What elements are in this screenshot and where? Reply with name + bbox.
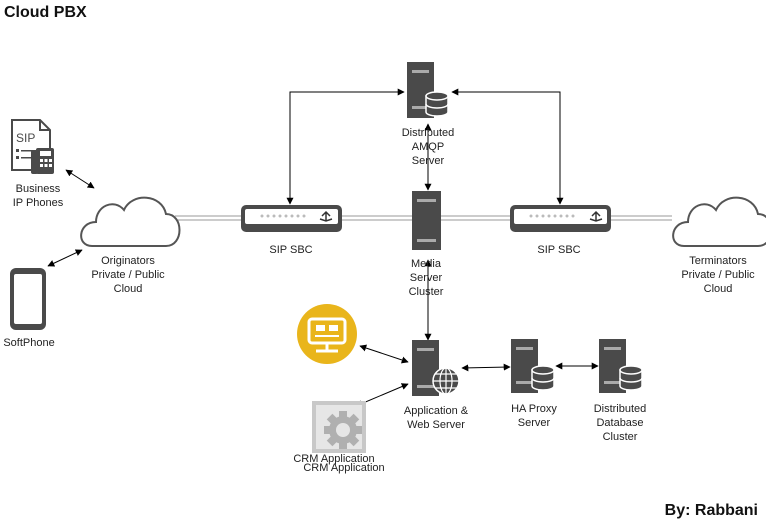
ha-proxy-server-icon (511, 339, 555, 393)
edge-phones-originators (65, 169, 95, 189)
sbc-right-icon (510, 205, 611, 232)
monitor-icon (297, 304, 357, 364)
edge-softphone-originators (47, 249, 83, 267)
gear-icon (312, 401, 366, 453)
media-server-label: Media Server Cluster (408, 258, 444, 298)
diagram-title: Cloud PBX (4, 4, 87, 21)
originators-label: Originators Private / Public Cloud (91, 255, 165, 295)
db-cluster-label: Distributed Database Cluster (593, 403, 647, 443)
sip-text: SIP (16, 131, 35, 145)
media-server-icon (412, 191, 441, 250)
originators-cloud-icon (80, 196, 181, 247)
crm-label: CRM Application (293, 453, 375, 465)
edge-app-haproxy (461, 363, 511, 372)
ha-proxy-label: HA Proxy Server (511, 403, 557, 429)
web-server-icon (412, 340, 460, 396)
sbc-right-label: SIP SBC (537, 244, 581, 256)
sip-phone-icon: SIP (11, 119, 54, 174)
trunk-originators-to-sbc (175, 215, 243, 221)
edge-monitor-app (359, 344, 409, 364)
sbc-left-icon (241, 205, 342, 232)
edge-amqp-sbc-right (451, 88, 564, 205)
amqp-server-icon (407, 62, 449, 118)
amqp-server-label: Distributed AMQP Server (401, 127, 455, 167)
db-cluster-server-icon (599, 339, 643, 393)
crm-label-echo: CRM Application (303, 462, 385, 474)
sbc-left-label: SIP SBC (269, 244, 313, 256)
trunk-sbc-to-terminators (610, 215, 672, 221)
app-server-label: Application & Web Server (403, 405, 469, 431)
softphone-label: SoftPhone (3, 337, 55, 349)
terminators-cloud-icon (672, 196, 766, 247)
business-phones-label: Business IP Phones (12, 183, 64, 209)
terminators-label: Terminators Private / Public Cloud (681, 255, 755, 295)
edge-amqp-sbc-left (286, 88, 405, 205)
author-credit: By: Rabbani (664, 502, 758, 519)
mobile-phone-icon (10, 268, 46, 330)
